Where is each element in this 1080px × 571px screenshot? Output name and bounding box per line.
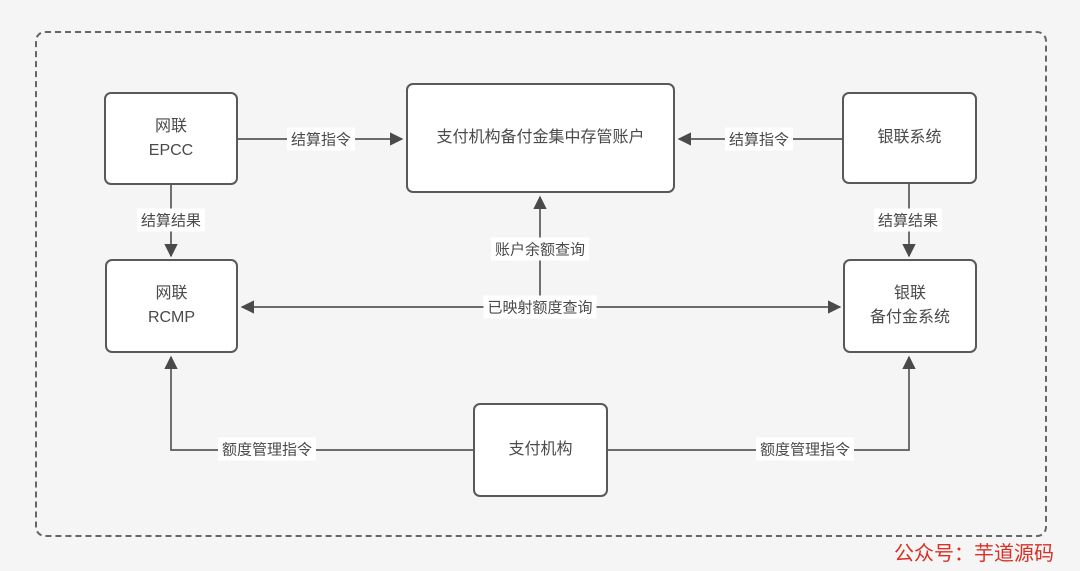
node-custody-account-label: 支付机构备付金集中存管账户	[436, 129, 645, 146]
edge-label-settlement-result-left: 结算结果	[136, 208, 206, 232]
node-unionpay-reserve-system: 银联 备付金系统	[843, 259, 977, 353]
node-payment-institution-label: 支付机构	[508, 441, 573, 458]
node-payment-institution: 支付机构	[473, 403, 608, 497]
node-unionpay-reserve-line2: 备付金系统	[869, 309, 950, 326]
edge-label-settlement-result-right: 结算结果	[873, 208, 943, 232]
diagram-boundary-dashed-box	[35, 31, 1047, 537]
node-wanglian-epcc-line1: 网联	[154, 117, 187, 135]
edge-label-quota-mgmt-instruction-right: 额度管理指令	[755, 437, 855, 461]
edge-label-quota-mgmt-instruction-left: 额度管理指令	[217, 437, 317, 461]
node-wanglian-rcmp-line1: 网联	[155, 285, 188, 302]
node-wanglian-rcmp: 网联 RCMP	[105, 259, 238, 353]
node-unionpay-system-label: 银联系统	[877, 129, 942, 146]
node-unionpay-reserve-line1: 银联	[893, 285, 926, 302]
node-custody-account: 支付机构备付金集中存管账户	[406, 83, 675, 193]
watermark-text: 公众号：芋道源码	[894, 543, 1054, 565]
edge-label-account-balance-query: 账户余额查询	[490, 237, 590, 261]
edge-label-mapped-quota-query: 已映射额度查询	[483, 295, 597, 319]
node-wanglian-rcmp-line2: RCMP	[147, 309, 196, 326]
edge-label-settlement-instruction-right: 结算指令	[724, 127, 794, 151]
node-wanglian-epcc: 网联 EPCC	[104, 92, 238, 185]
edge-label-settlement-instruction-left: 结算指令	[286, 127, 356, 151]
node-wanglian-epcc-line2: EPCC	[148, 141, 194, 159]
node-unionpay-system: 银联系统	[842, 92, 977, 184]
